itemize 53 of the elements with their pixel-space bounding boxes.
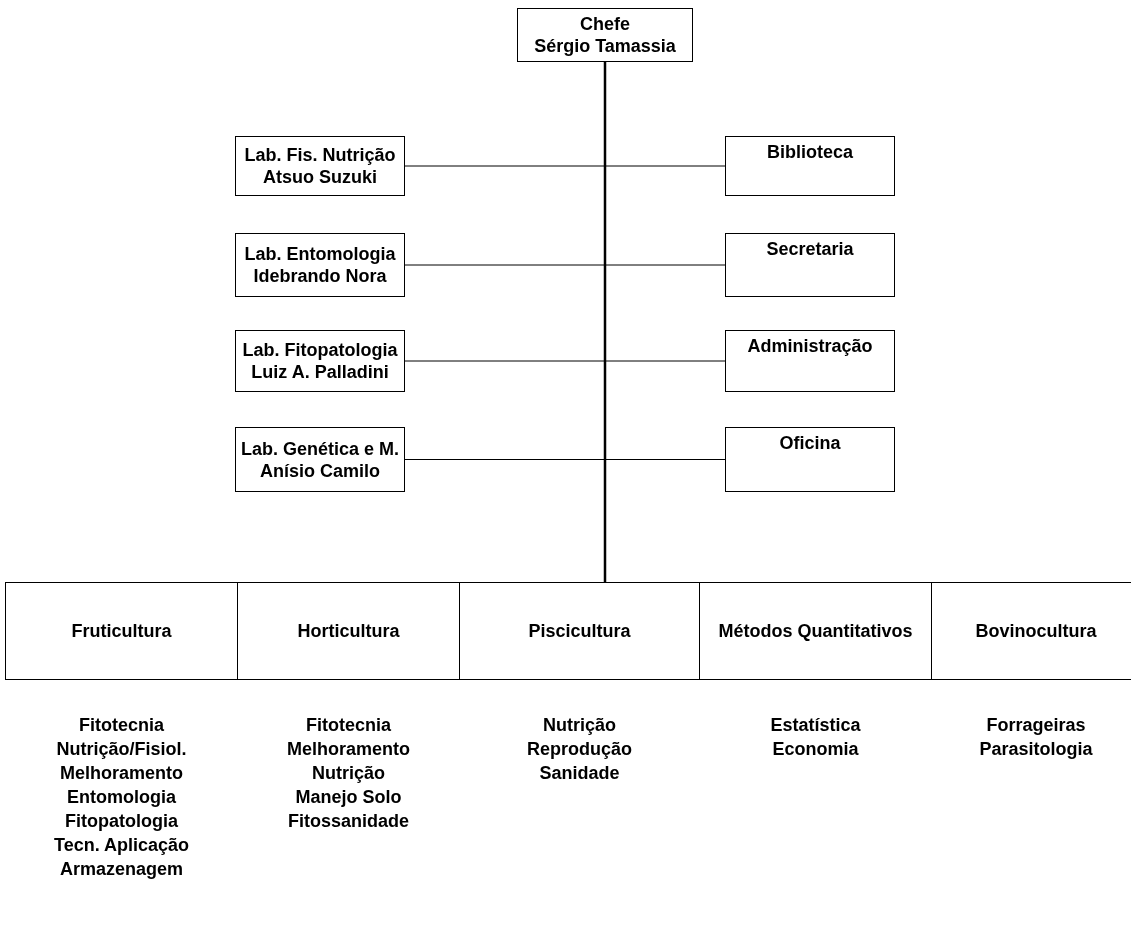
box-label: Sérgio Tamassia	[534, 35, 676, 57]
box-label: Administração	[747, 335, 873, 357]
topic-label: Nutrição	[543, 714, 616, 737]
unit-box	[725, 136, 895, 196]
unit-box	[235, 427, 405, 492]
unit-box	[725, 427, 895, 492]
topic-label: Fitossanidade	[288, 810, 409, 833]
box-heading: Lab. Fis. Nutrição	[244, 144, 396, 166]
topic-label: Nutrição/Fisiol.	[56, 738, 187, 761]
chief-box	[517, 8, 693, 62]
box-label: Atsuo Suzuki	[263, 166, 377, 188]
topic-label: Tecn. Aplicação	[53, 834, 189, 857]
unit-box	[725, 233, 895, 297]
box-label: Fruticultura	[71, 620, 172, 642]
division-cell	[931, 582, 1131, 680]
unit-box	[235, 330, 405, 392]
unit-box	[235, 233, 405, 297]
topic-label: Melhoramento	[287, 738, 410, 761]
topic-label: Reprodução	[527, 738, 632, 761]
box-heading: Lab. Fitopatologia	[242, 339, 398, 361]
box-label: Idebrando Nora	[253, 265, 387, 287]
division-cell	[5, 582, 238, 680]
topic-label: Entomologia	[67, 786, 176, 809]
topic-label: Armazenagem	[59, 858, 183, 881]
division-cell	[459, 582, 700, 680]
topic-label: Fitopatologia	[65, 810, 178, 833]
topic-label: Sanidade	[539, 762, 620, 785]
box-label: Oficina	[779, 432, 841, 454]
box-heading: Chefe	[580, 13, 630, 35]
unit-box	[725, 330, 895, 392]
topic-label: Manejo Solo	[295, 786, 402, 809]
topic-label: Parasitologia	[979, 738, 1093, 761]
box-heading: Lab. Genética e M.	[240, 437, 399, 460]
box-label: Luiz A. Palladini	[251, 361, 389, 383]
box-label: Horticultura	[297, 620, 400, 642]
box-heading: Lab. Entomologia	[244, 243, 396, 265]
topic-label: Nutrição	[312, 762, 385, 785]
topic-label: Estatística	[770, 714, 861, 737]
division-cell	[699, 582, 932, 680]
connector-line	[603, 62, 607, 582]
division-cell	[237, 582, 460, 680]
box-label: Piscicultura	[528, 620, 631, 642]
box-label: Métodos Quantitativos	[718, 620, 913, 642]
topic-label: Forrageiras	[986, 714, 1086, 737]
box-label: Bovinocultura	[975, 620, 1097, 642]
topic-label: Fitotecnia	[79, 714, 164, 737]
topic-label: Melhoramento	[60, 762, 183, 785]
topic-label: Economia	[772, 738, 859, 761]
topic-label: Fitotecnia	[306, 714, 391, 737]
box-label: Anísio Camilo	[260, 459, 380, 482]
box-label: Secretaria	[766, 238, 854, 260]
box-label: Biblioteca	[767, 141, 853, 163]
unit-box	[235, 136, 405, 196]
